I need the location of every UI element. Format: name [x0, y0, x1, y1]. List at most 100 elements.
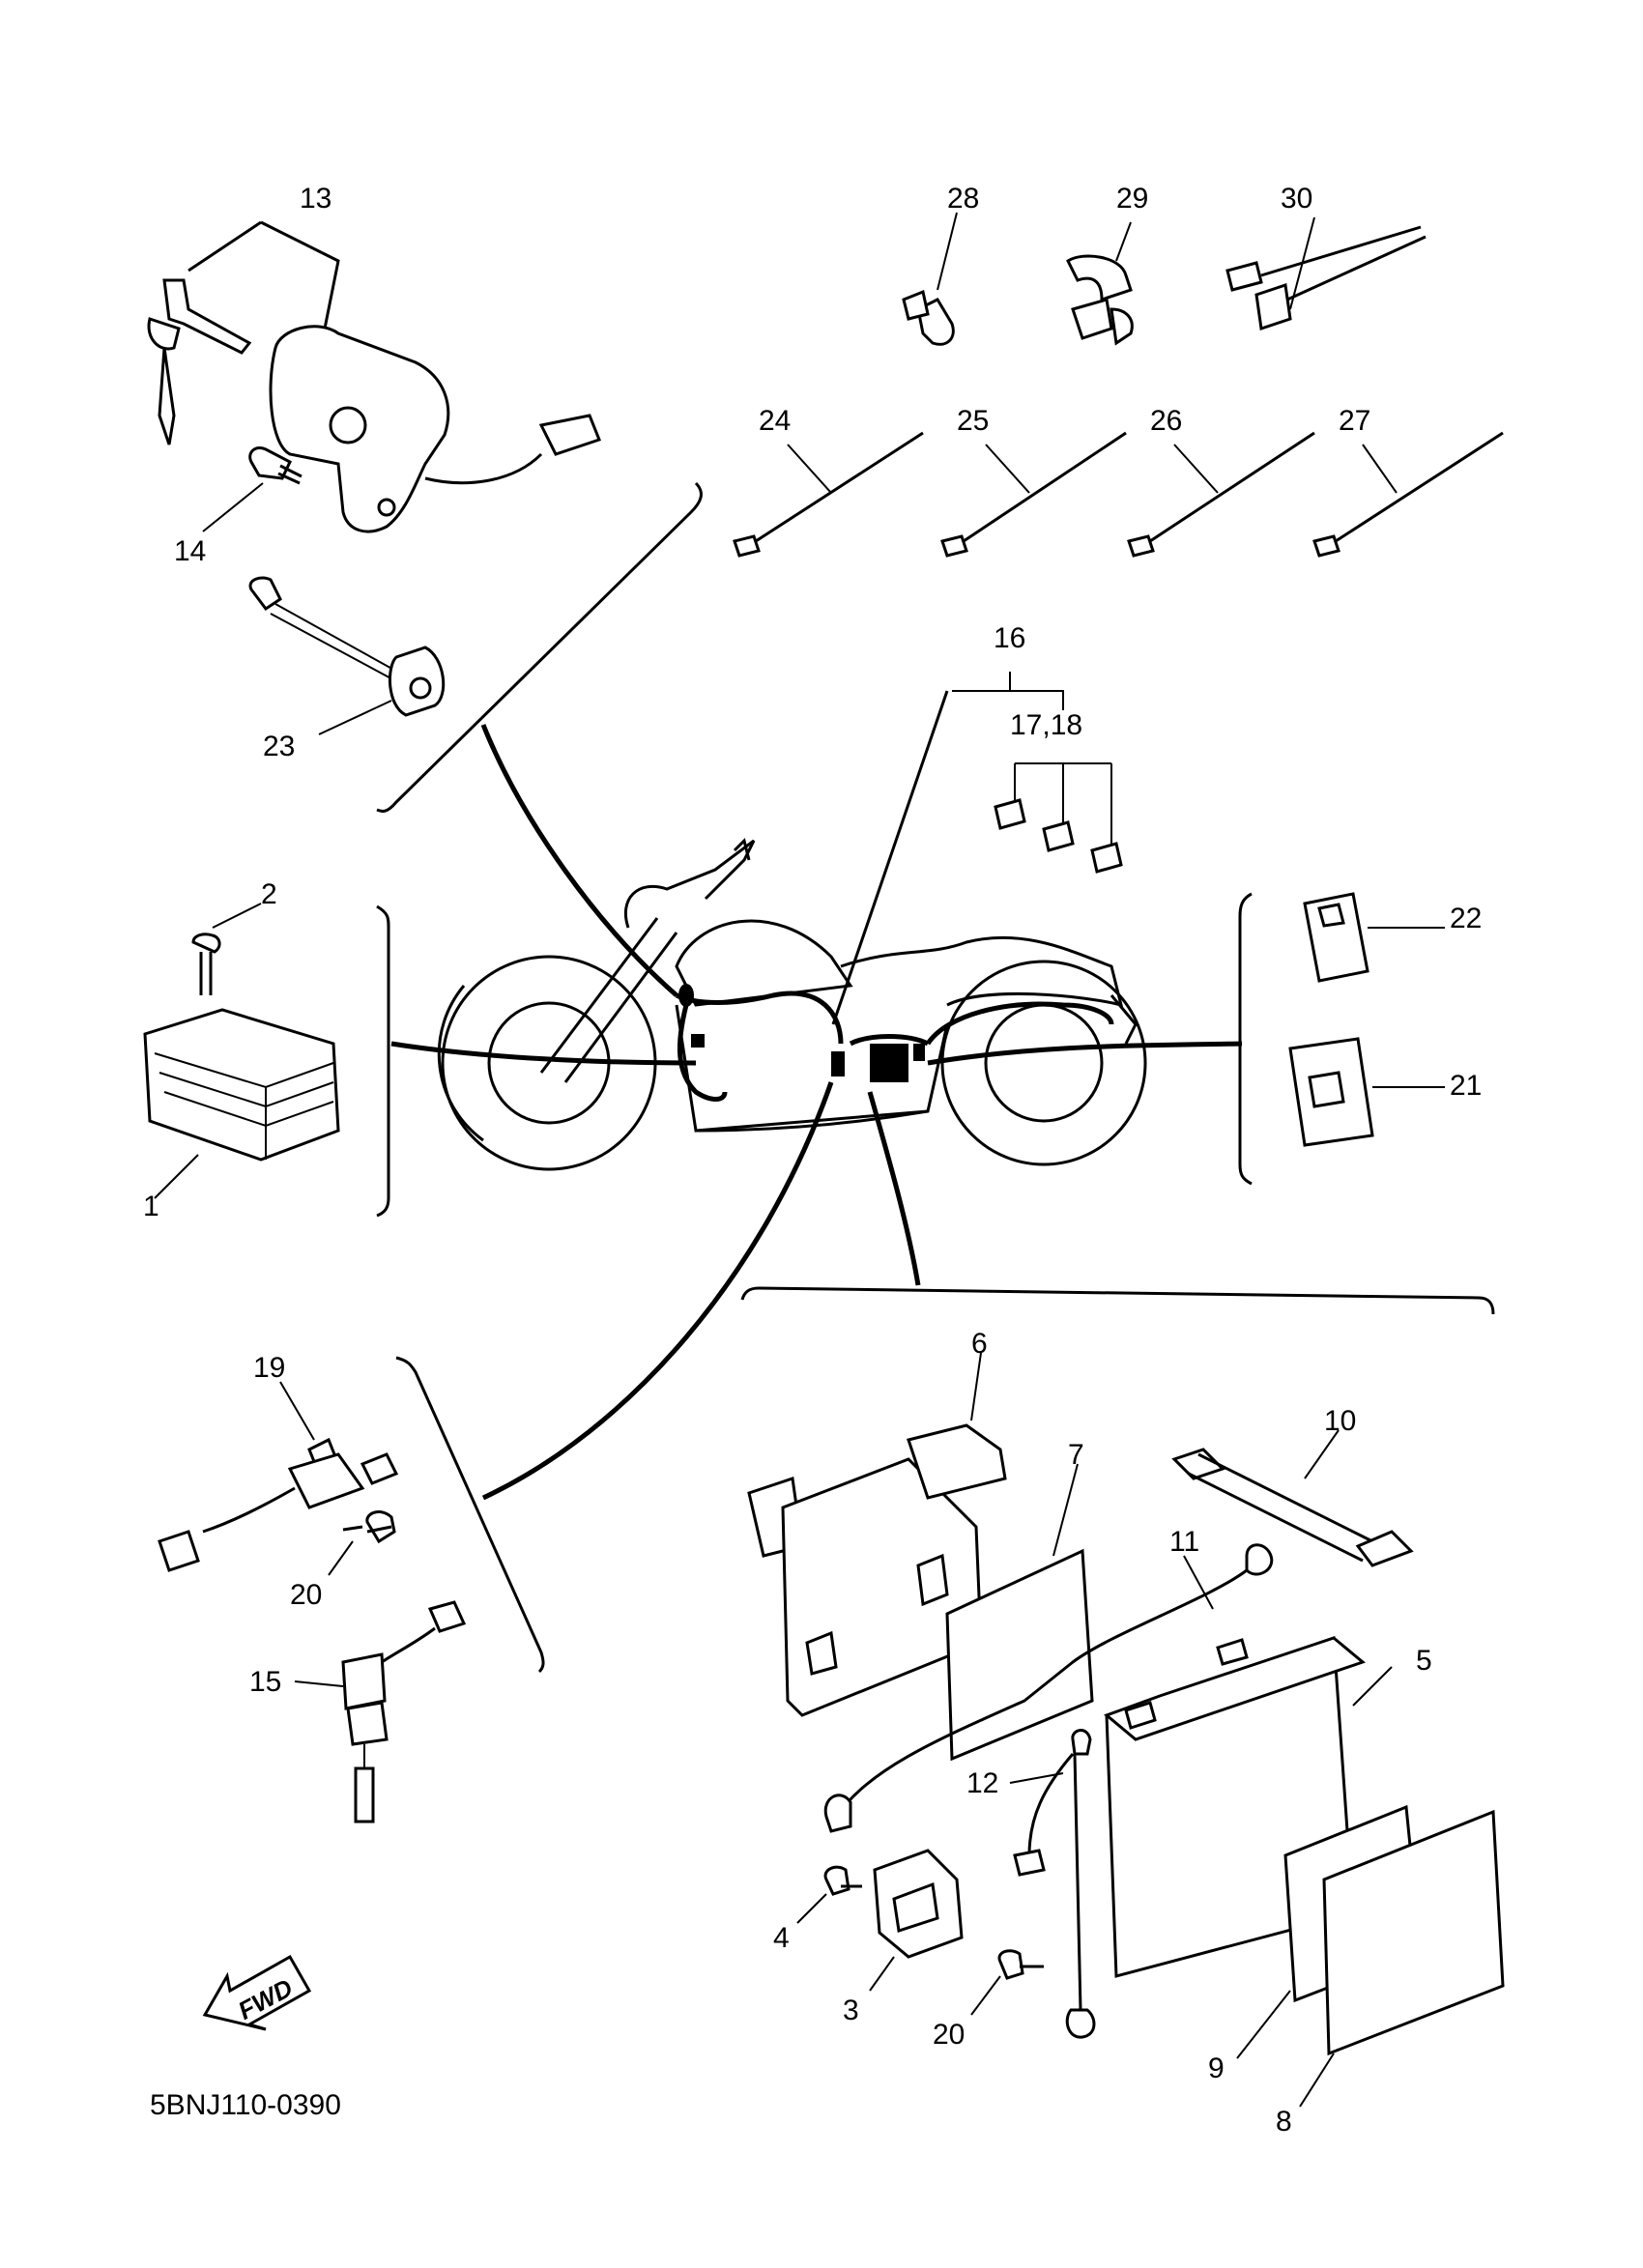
callout-7-leader — [1052, 1463, 1079, 1557]
leader-relays — [927, 1041, 1243, 1066]
callout-4: 4 — [773, 1922, 790, 1954]
bracket-right — [1238, 892, 1253, 1186]
clamp-28-tab — [902, 289, 930, 321]
cable-ties — [733, 431, 1504, 558]
battery-cable-cap — [1245, 1543, 1274, 1576]
callout-7: 7 — [1068, 1439, 1084, 1471]
callout-12: 12 — [966, 1767, 998, 1799]
callout-11: 11 — [1169, 1526, 1199, 1558]
callout-3-leader — [869, 1956, 895, 1992]
key-slot — [329, 406, 367, 445]
callout-23-leader — [318, 700, 392, 735]
clamp-29-block — [1071, 298, 1113, 340]
forward-arrow: FWD — [202, 1954, 312, 2031]
callout-13: 13 — [300, 183, 331, 215]
cable-tie-24-head — [733, 534, 761, 558]
callout-30: 30 — [1281, 183, 1312, 215]
callout-28-leader — [937, 212, 958, 291]
battery-pad-7 — [945, 1548, 1094, 1762]
ground-cable-12 — [1073, 1753, 1082, 2011]
forward-arrow-icon — [202, 1954, 312, 2031]
cable-tie-25-head — [940, 534, 968, 558]
battery-strap-10 — [1188, 1452, 1373, 1563]
leader-battery-group — [867, 1091, 921, 1286]
clamp-parts — [902, 212, 1427, 346]
callout-1: 1 — [143, 1191, 159, 1222]
fuse-parts — [952, 672, 1123, 874]
wire-harness-rear — [925, 1001, 1114, 1046]
sensor-15-thread — [346, 1701, 389, 1746]
callout-27: 27 — [1339, 405, 1370, 437]
bracket-lower-left — [395, 1356, 545, 1674]
sensor-rod — [270, 603, 407, 682]
clamp-29 — [1066, 254, 1133, 302]
mount-hole — [377, 498, 396, 517]
callout-3: 3 — [843, 1995, 859, 2026]
bracket-tab — [805, 1630, 838, 1676]
cable-tie-26-head — [1127, 534, 1155, 558]
callout-11-leader — [1183, 1555, 1214, 1610]
battery-cable-terminal — [823, 1794, 852, 1833]
clamp-30-head — [1225, 261, 1263, 292]
battery-group — [747, 1352, 1505, 2108]
wire-harness-loop — [677, 1004, 728, 1102]
bracket-left — [376, 904, 390, 1218]
callout-27-leader — [1362, 444, 1398, 494]
front-fender — [437, 985, 484, 1142]
callout-9: 9 — [1208, 2053, 1225, 2084]
callout-20-leader — [328, 1540, 354, 1576]
sensor-cap — [248, 576, 282, 612]
ground-cable-terminal — [1071, 1729, 1092, 1756]
callout-19-leader — [279, 1381, 315, 1441]
connector-marker — [678, 984, 694, 1007]
leader-rectifier — [390, 1041, 697, 1066]
cable-tie-25 — [963, 431, 1127, 543]
callout-8-leader — [1299, 2053, 1335, 2108]
sensor-hole — [409, 676, 432, 700]
callout-labels: 13 14 23 28 29 30 24 25 26 27 16 17,18 2… — [143, 183, 1482, 2138]
callout-15: 15 — [249, 1666, 281, 1698]
leader-fuse — [831, 690, 949, 1025]
callout-8: 8 — [1276, 2106, 1292, 2138]
fuse-icon — [1090, 842, 1123, 874]
ground-cable-branch — [1027, 1753, 1075, 1856]
callout-6: 6 — [971, 1328, 988, 1360]
diagram-code: 5BNJ110-0390 — [150, 2089, 341, 2121]
switch-wire — [424, 452, 543, 485]
motorcycle-outline — [437, 838, 1147, 1171]
rear-wheel-hub — [984, 1003, 1104, 1123]
battery-strap-buckle — [1355, 1530, 1414, 1567]
relay-21-socket — [1308, 1071, 1345, 1108]
part-23-sensor — [248, 576, 446, 735]
callout-23: 23 — [263, 731, 295, 762]
sensor-15-body — [341, 1652, 387, 1710]
switch-19-plunger — [360, 1452, 399, 1485]
relay-parts — [1288, 892, 1445, 1147]
key-icon — [147, 317, 181, 351]
main-switch-assembly — [147, 220, 601, 533]
callout-20a: 20 — [290, 1579, 322, 1611]
clamp-30-body — [1254, 283, 1292, 330]
callout-6-leader — [970, 1352, 982, 1421]
callout-24: 24 — [759, 405, 791, 437]
battery-cable-11 — [834, 1568, 1248, 1818]
rectifier-body — [143, 1008, 340, 1162]
callout-25: 25 — [957, 405, 989, 437]
battery-5-top — [1104, 1636, 1367, 1741]
bracket-top-left — [376, 481, 703, 814]
screw-thread — [277, 464, 303, 485]
battery-terminal — [1216, 1638, 1249, 1666]
rectifier-regulator — [143, 903, 340, 1199]
switch-19-body — [287, 1452, 365, 1509]
callout-29-leader — [1115, 221, 1132, 262]
callout-19: 19 — [253, 1352, 285, 1384]
callout-20b: 20 — [933, 2019, 965, 2051]
cable-tie-26 — [1149, 431, 1315, 543]
engine-frame — [675, 1004, 949, 1133]
screw-4-head — [823, 1865, 850, 1896]
leader-main-switch — [480, 724, 678, 997]
mirror — [733, 838, 751, 861]
starter-relay-3-socket — [892, 1881, 939, 1933]
sensor-15-wire — [381, 1626, 436, 1664]
callout-25-leader — [985, 444, 1030, 494]
